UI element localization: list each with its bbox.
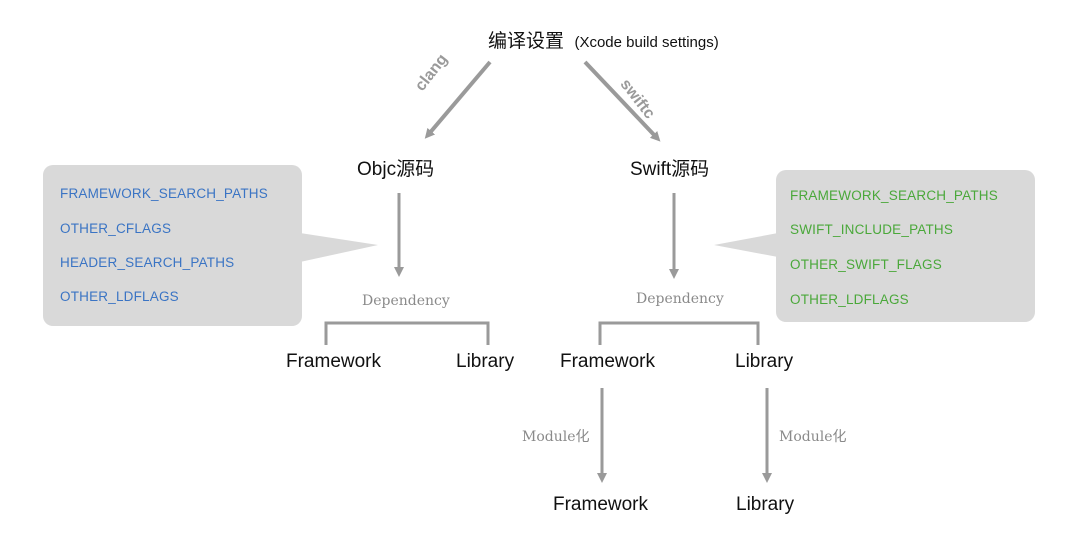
swift-flag: SWIFT_INCLUDE_PATHS — [790, 222, 954, 237]
clang-arrow — [424, 60, 492, 139]
right-library-node: Library — [735, 351, 794, 372]
right-framework-node: Framework — [560, 351, 656, 372]
objc-flag: HEADER_SEARCH_PATHS — [60, 255, 235, 270]
modularize-right-label: Module化 — [779, 429, 847, 445]
swift-build-flags-callout: FRAMEWORK_SEARCH_PATHS SWIFT_INCLUDE_PAT… — [776, 170, 1035, 322]
objc-flag: OTHER_CFLAGS — [60, 221, 172, 236]
left-library-node: Library — [456, 351, 515, 372]
module-library-node: Library — [736, 494, 795, 515]
title-sub: (Xcode build settings) — [574, 34, 719, 51]
swift-flag: FRAMEWORK_SEARCH_PATHS — [790, 188, 998, 203]
module-framework-node: Framework — [553, 494, 649, 515]
left-framework-node: Framework — [286, 351, 382, 372]
modularize-left-label: Module化 — [522, 429, 590, 445]
title-main: 编译设置 — [488, 31, 565, 52]
objc-build-flags-callout: FRAMEWORK_SEARCH_PATHS OTHER_CFLAGS HEAD… — [43, 165, 302, 326]
objc-flag: FRAMEWORK_SEARCH_PATHS — [60, 186, 268, 201]
swift-source-node: Swift源码 — [630, 159, 710, 180]
swift-flag: OTHER_LDFLAGS — [790, 292, 909, 307]
left-dependency-label: Dependency — [362, 293, 450, 309]
build-settings-title: 编译设置 (Xcode build settings) — [488, 26, 719, 53]
objc-flag: OTHER_LDFLAGS — [60, 289, 179, 304]
left-dependency-bracket — [324, 321, 490, 345]
swift-flag: OTHER_SWIFT_FLAGS — [790, 257, 942, 272]
right-dependency-label: Dependency — [636, 291, 724, 307]
swift-callout-pointer — [714, 233, 778, 257]
objc-source-node: Objc源码 — [357, 159, 435, 180]
swiftc-arrow — [583, 60, 661, 142]
right-dependency-bracket — [598, 321, 760, 345]
objc-callout-pointer — [300, 233, 378, 262]
